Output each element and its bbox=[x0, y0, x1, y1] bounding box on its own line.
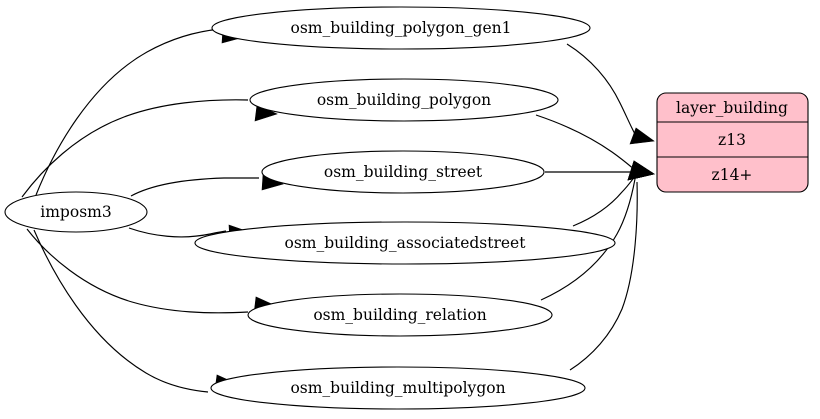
node-imposm3-shape[interactable] bbox=[4, 191, 148, 233]
node-osm_building_polygon_gen1[interactable]: osm_building_polygon_gen1 bbox=[211, 6, 591, 50]
node-osm_building_street-label: osm_building_street bbox=[324, 163, 483, 181]
node-osm_building_polygon-shape[interactable] bbox=[249, 78, 559, 122]
node-osm_building_associatedstreet-label: osm_building_associatedstreet bbox=[285, 234, 527, 252]
layer-row-z13-label: z13 bbox=[718, 131, 746, 149]
edge-imposm3-to-osm_building_street bbox=[130, 174, 284, 197]
node-imposm3[interactable]: imposm3 bbox=[4, 191, 148, 233]
node-osm_building_polygon_gen1-label: osm_building_polygon_gen1 bbox=[291, 19, 512, 37]
node-osm_building_relation-shape[interactable] bbox=[247, 293, 553, 337]
node-osm_building_relation-label: osm_building_relation bbox=[313, 306, 486, 324]
node-osm_building_polygon-label: osm_building_polygon bbox=[317, 91, 491, 109]
node-osm_building_street-shape[interactable] bbox=[261, 150, 545, 194]
layer-title-label: layer_building bbox=[676, 99, 788, 117]
node-osm_building_relation[interactable]: osm_building_relation bbox=[247, 293, 553, 337]
layer-row-z14-label: z14+ bbox=[712, 166, 753, 184]
node-osm_building_multipolygon-shape[interactable] bbox=[210, 366, 586, 410]
edge-osm_building_polygon_gen1-to-layer_building-z13 bbox=[566, 43, 655, 145]
node-layer_building-shape[interactable] bbox=[656, 92, 809, 193]
node-osm_building_street[interactable]: osm_building_street bbox=[261, 150, 545, 194]
node-imposm3-label: imposm3 bbox=[40, 203, 111, 221]
node-osm_building_polygon[interactable]: osm_building_polygon bbox=[249, 78, 559, 122]
edge-osm_building_multipolygon-to-layer_building-z14 bbox=[569, 160, 655, 371]
edge-imposm3-to-osm_building_multipolygon bbox=[33, 229, 238, 393]
node-osm_building_associatedstreet-shape[interactable] bbox=[194, 221, 616, 265]
node-osm_building_associatedstreet[interactable]: osm_building_associatedstreet bbox=[194, 221, 616, 265]
node-layer_building[interactable]: layer_building z13 z14+ bbox=[656, 92, 809, 193]
edge-imposm3-to-osm_building_polygon bbox=[21, 99, 278, 198]
node-osm_building_multipolygon[interactable]: osm_building_multipolygon bbox=[210, 366, 586, 410]
node-osm_building_polygon_gen1-shape[interactable] bbox=[211, 6, 591, 50]
edge-group-target bbox=[535, 43, 655, 371]
node-osm_building_multipolygon-label: osm_building_multipolygon bbox=[290, 379, 505, 397]
